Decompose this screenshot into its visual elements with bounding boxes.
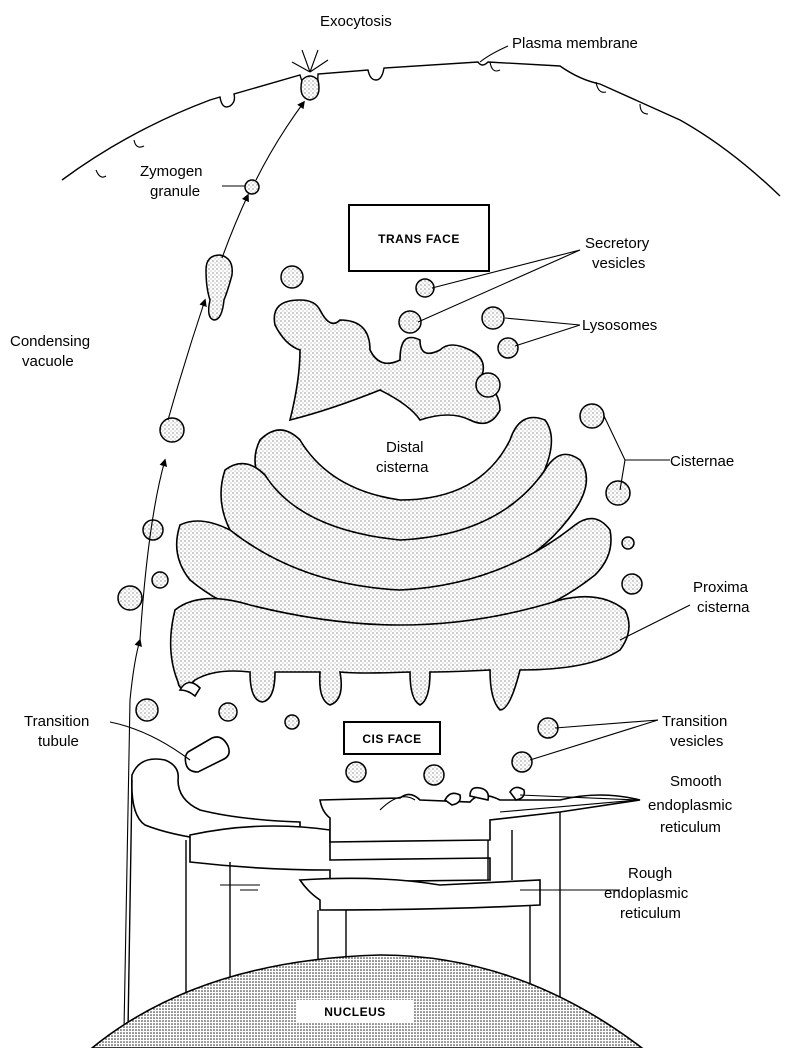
vesicle xyxy=(142,519,164,541)
zymogen-label-1: Zymogen xyxy=(140,163,203,180)
smooth-er-label-2: endoplasmic xyxy=(648,797,733,814)
proximal-label-2: cisterna xyxy=(697,599,750,616)
rough-er-label-2: endoplasmic xyxy=(604,885,689,902)
zymogen-granule xyxy=(244,179,260,195)
condensing-label-1: Condensing xyxy=(10,333,90,350)
lysosome xyxy=(481,306,505,330)
transition-vesicle xyxy=(423,764,445,786)
vesicle xyxy=(159,417,185,443)
vesicle xyxy=(475,372,501,398)
transition-vesicle xyxy=(345,761,367,783)
vesicle xyxy=(605,480,631,506)
vesicle xyxy=(621,536,635,550)
vesicle xyxy=(621,573,643,595)
transition-vesicle xyxy=(218,702,238,722)
plasma-membrane xyxy=(61,61,781,197)
trans-face-label: TRANS FACE xyxy=(378,232,460,246)
cis-face-box xyxy=(343,721,441,755)
exocytosis-label: Exocytosis xyxy=(320,13,392,30)
smooth-er-label-1: Smooth xyxy=(670,773,722,790)
proximal-label-1: Proxima xyxy=(693,579,749,596)
transition-vesicles-label-1: Transition xyxy=(662,713,727,730)
zymogen-label-2: granule xyxy=(150,183,200,200)
vesicle xyxy=(151,571,169,589)
transition-vesicles-label-2: vesicles xyxy=(670,733,723,750)
distal-cisterna xyxy=(273,299,501,425)
cisternae-label: Cisternae xyxy=(670,453,734,470)
nucleus-label: NUCLEUS xyxy=(324,1005,386,1019)
transition-tubule-label-2: tubule xyxy=(38,733,79,750)
trans-face-box xyxy=(348,204,490,272)
proximal-cisterna xyxy=(169,595,630,711)
distal-label-2: cisterna xyxy=(376,459,429,476)
condensing-vacuole xyxy=(205,254,233,321)
distal-label-1: Distal xyxy=(386,439,424,456)
transition-tubule-label-1: Transition xyxy=(24,713,89,730)
lysosomes-label: Lysosomes xyxy=(582,317,657,334)
transition-vesicle xyxy=(511,751,533,773)
secretory-vesicle xyxy=(398,310,422,334)
secretory-vesicle xyxy=(415,278,435,298)
transition-vesicle xyxy=(284,714,300,730)
vesicle xyxy=(135,698,159,722)
plasma-membrane-label: Plasma membrane xyxy=(512,35,638,52)
vesicle xyxy=(579,403,605,429)
rough-er-label-1: Rough xyxy=(628,865,672,882)
secretory-label-2: vesicles xyxy=(592,255,645,272)
lysosome xyxy=(497,337,519,359)
vesicle xyxy=(117,585,143,611)
rough-er-label-3: reticulum xyxy=(620,905,681,922)
exocytosis-vesicle xyxy=(291,49,329,101)
vesicle xyxy=(280,265,304,289)
smooth-er-label-3: reticulum xyxy=(660,819,721,836)
cis-face-label: CIS FACE xyxy=(362,732,421,746)
condensing-label-2: vacuole xyxy=(22,353,74,370)
secretory-label-1: Secretory xyxy=(585,235,650,252)
transition-tubule xyxy=(184,736,230,773)
